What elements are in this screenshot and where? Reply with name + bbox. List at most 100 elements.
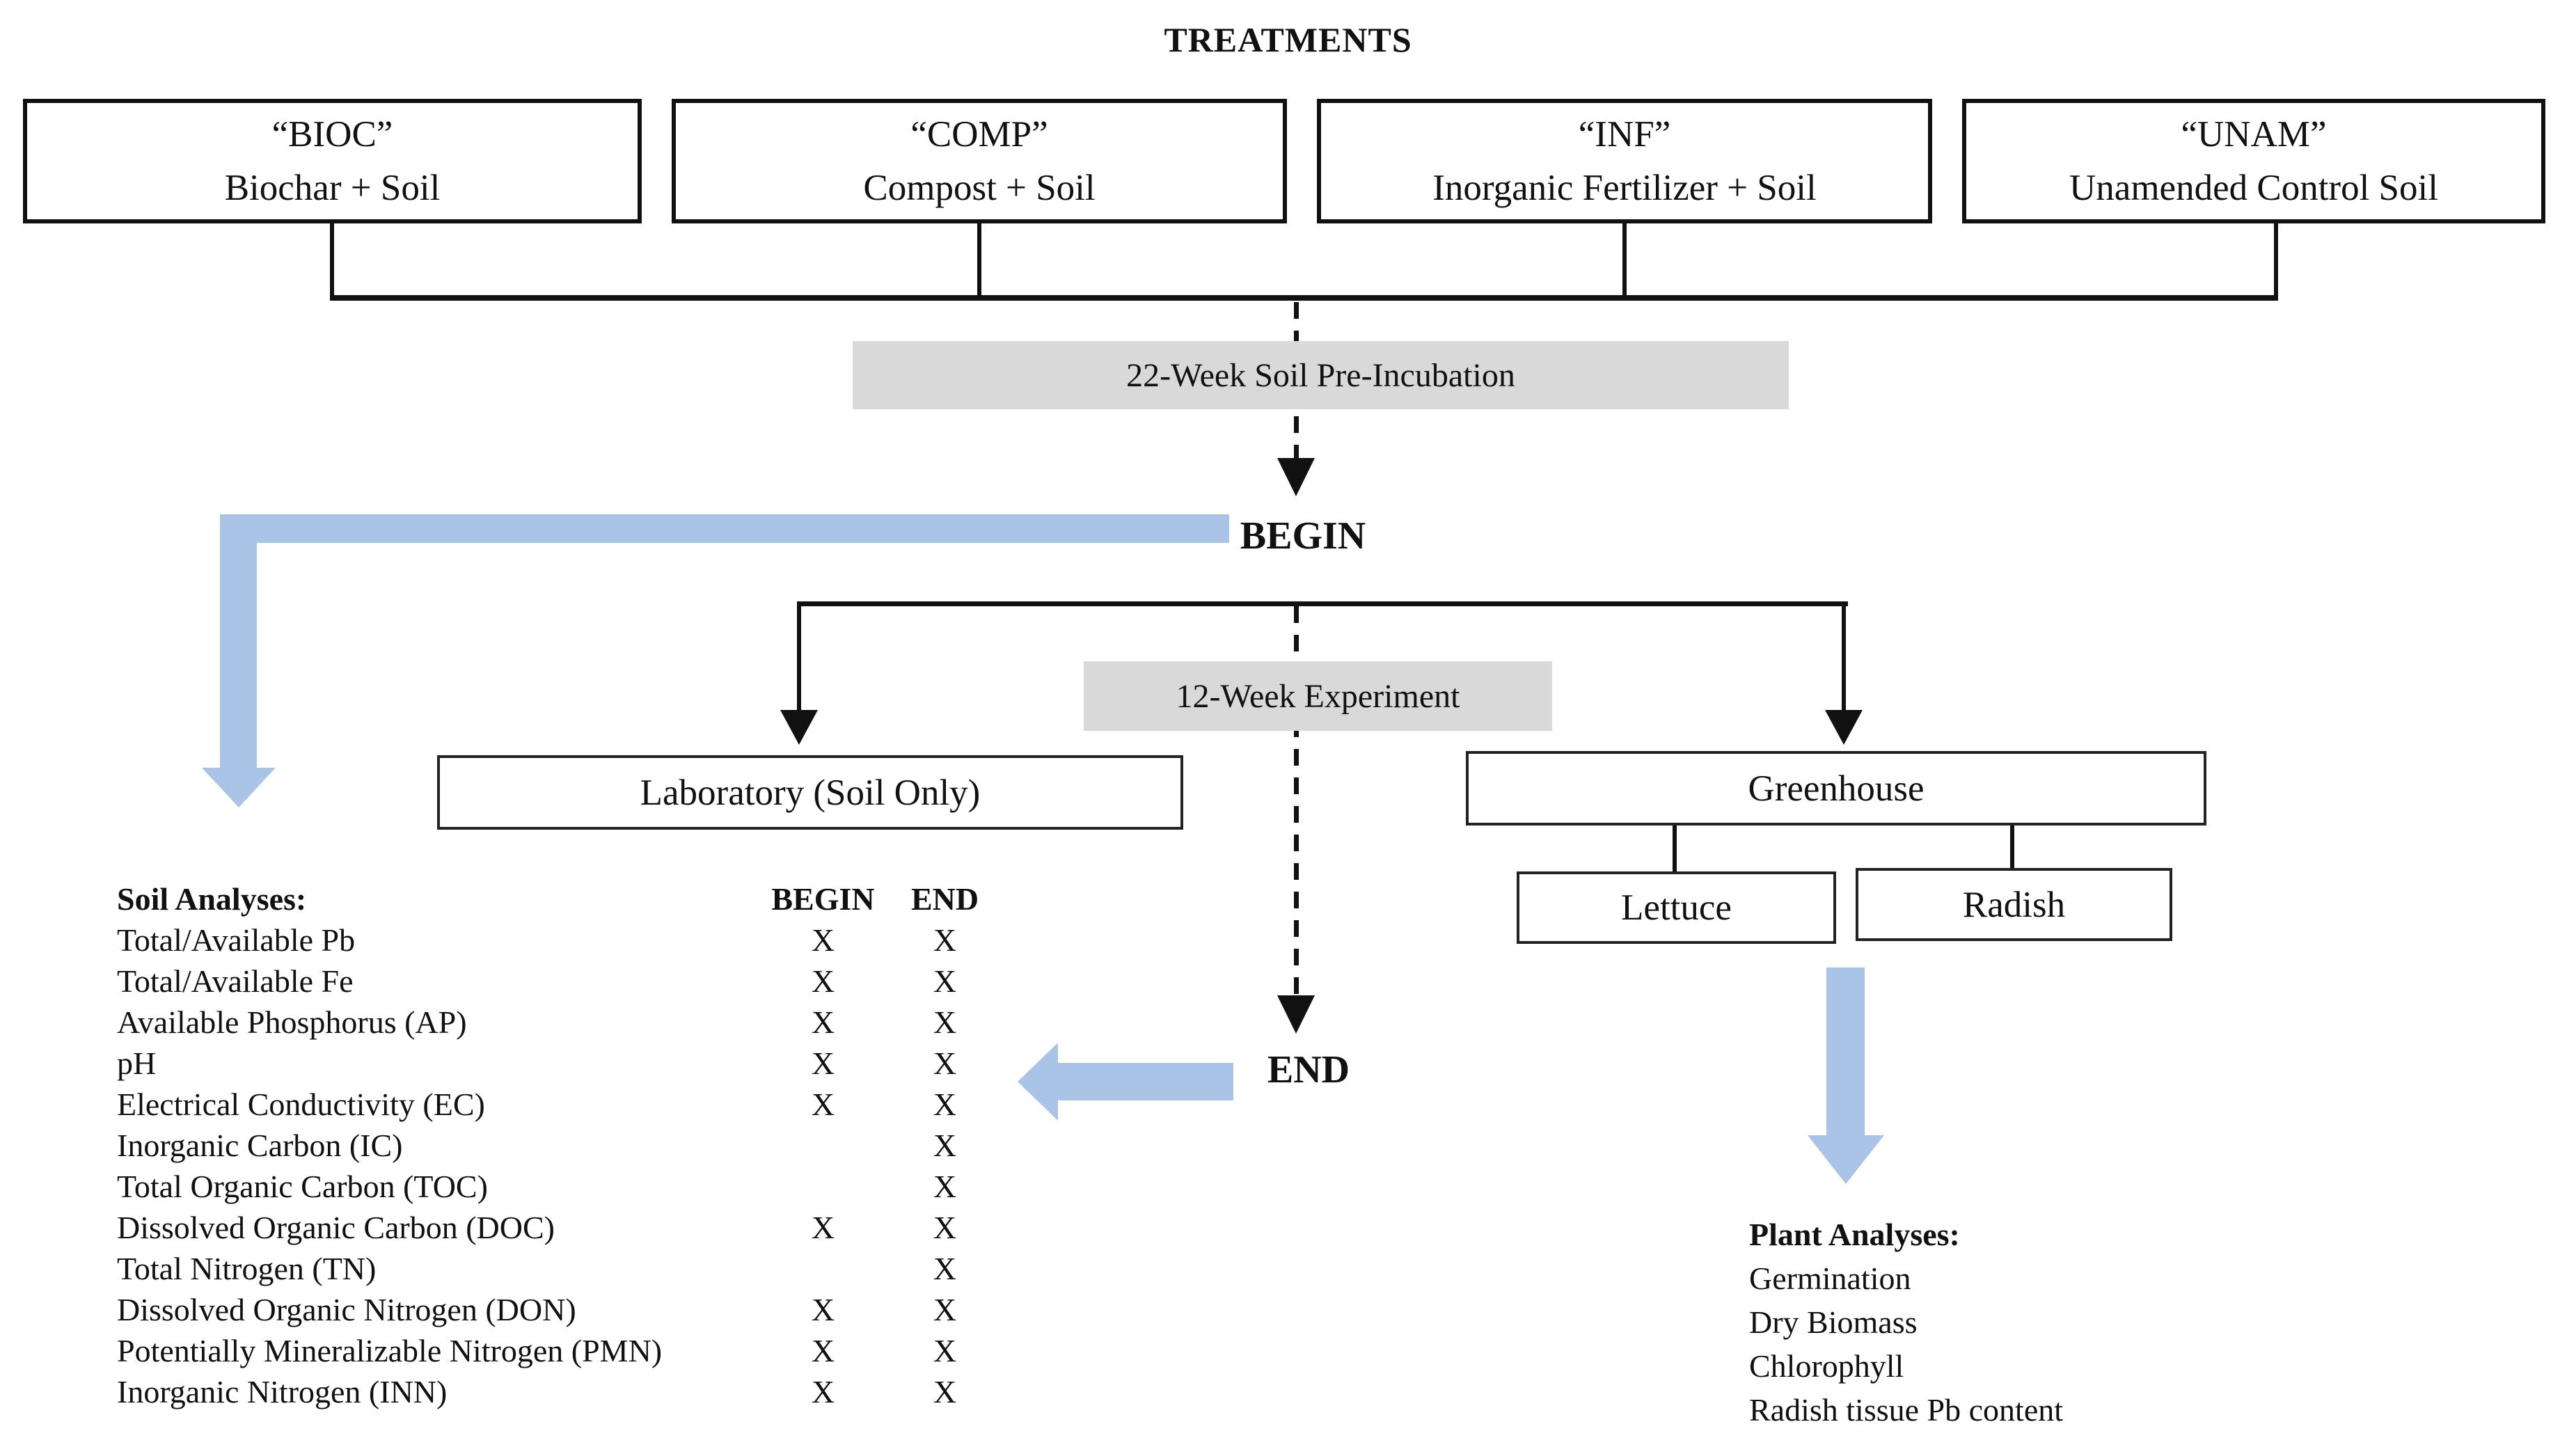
end-column-header: END (910, 881, 979, 917)
soil-analysis-label: Dissolved Organic Nitrogen (DON) (117, 1292, 576, 1327)
laboratory-arrow-line (797, 601, 801, 711)
connector-stub-bioc (330, 223, 334, 300)
plant-analysis-item: Dry Biomass (1749, 1304, 1918, 1340)
end-label: END (1267, 1048, 1350, 1091)
begin-label: BEGIN (1240, 514, 1366, 558)
laboratory-label: Laboratory (Soil Only) (640, 772, 981, 813)
laboratory-box: Laboratory (Soil Only) (437, 755, 1183, 830)
end-mark: X (933, 1128, 957, 1163)
soil-analysis-label: Total/Available Pb (117, 922, 356, 958)
begin-column-header: BEGIN (771, 881, 875, 917)
begin-mark: X (811, 1292, 835, 1327)
soil-analysis-row: Inorganic Carbon (IC) X (97, 1125, 1023, 1166)
begin-mark: X (811, 1210, 835, 1245)
soil-analysis-row: Inorganic Nitrogen (INN) X X (97, 1371, 1023, 1412)
lettuce-box: Lettuce (1517, 871, 1836, 944)
treatment-desc: Biochar + Soil (224, 167, 441, 208)
soil-analysis-label: Potentially Mineralizable Nitrogen (PMN) (117, 1333, 663, 1368)
end-mark: X (933, 1251, 957, 1286)
soil-analysis-row: Dissolved Organic Carbon (DOC) X X (97, 1207, 1023, 1248)
black-arrowhead-icon (1277, 995, 1315, 1034)
treatment-box-inf: “INF” Inorganic Fertilizer + Soil (1317, 99, 1932, 223)
begin-mark: X (811, 1333, 835, 1368)
pre-incubation-band: 22-Week Soil Pre-Incubation (853, 341, 1789, 409)
soil-analysis-label: Inorganic Nitrogen (INN) (117, 1374, 448, 1410)
black-arrowhead-icon (1825, 710, 1863, 745)
end-mark: X (933, 1004, 957, 1040)
soil-analysis-row: Dissolved Organic Nitrogen (DON) X X (97, 1289, 1023, 1330)
black-arrowhead-icon (780, 710, 818, 745)
soil-analyses-table: Soil Analyses: BEGIN END Total/Available… (97, 878, 1023, 1412)
end-mark: X (933, 1087, 957, 1122)
treatment-code: “BIOC” (271, 113, 393, 155)
treatment-desc: Inorganic Fertilizer + Soil (1432, 167, 1817, 208)
connector-stub-comp (977, 223, 981, 300)
pre-incubation-label: 22-Week Soil Pre-Incubation (1126, 356, 1515, 394)
soil-analysis-label: Available Phosphorus (AP) (117, 1004, 467, 1040)
plant-analysis-item: Chlorophyll (1749, 1348, 1904, 1384)
soil-analysis-label: Dissolved Organic Carbon (DOC) (117, 1210, 555, 1245)
connector-stub-unam (2274, 223, 2278, 300)
soil-analysis-label: Total Organic Carbon (TOC) (117, 1169, 488, 1204)
experiment-label: 12-Week Experiment (1176, 677, 1460, 715)
treatment-box-comp: “COMP” Compost + Soil (672, 99, 1287, 223)
begin-mark: X (811, 1004, 835, 1040)
begin-mark: X (811, 1374, 835, 1410)
soil-analysis-label: pH (117, 1045, 157, 1081)
soil-analysis-row: Total Nitrogen (TN) X (97, 1248, 1023, 1289)
soil-analyses-heading: Soil Analyses: (117, 881, 307, 917)
soil-analysis-row: Available Phosphorus (AP) X X (97, 1002, 1023, 1043)
end-mark: X (933, 922, 957, 958)
begin-flow-arrow-bar (220, 514, 1229, 543)
end-mark: X (933, 1169, 957, 1204)
black-arrowhead-icon (1277, 458, 1315, 496)
plant-analysis-item: Germination (1749, 1261, 1911, 1296)
radish-label: Radish (1962, 884, 2066, 925)
end-mark: X (933, 1210, 957, 1245)
gathering-line (330, 295, 2278, 301)
soil-analysis-row: Electrical Conductivity (EC) X X (97, 1084, 1023, 1125)
plant-analysis-item: Radish tissue Pb content (1749, 1392, 2064, 1428)
radish-stub (2010, 826, 2014, 870)
blue-arrowhead-down-icon (1808, 1135, 1884, 1184)
lettuce-label: Lettuce (1621, 887, 1732, 928)
treatment-box-bioc: “BIOC” Biochar + Soil (23, 99, 642, 223)
plant-analyses-list: Plant Analyses: Germination Dry Biomass … (1749, 1213, 2063, 1432)
radish-box: Radish (1856, 868, 2172, 941)
split-line (797, 601, 1848, 606)
plant-analyses-heading: Plant Analyses: (1749, 1217, 1960, 1252)
begin-mark: X (811, 963, 835, 999)
treatment-box-unam: “UNAM” Unamended Control Soil (1962, 99, 2545, 223)
soil-analysis-label: Total Nitrogen (TN) (117, 1251, 377, 1286)
soil-analysis-row: Potentially Mineralizable Nitrogen (PMN)… (97, 1330, 1023, 1371)
begin-mark: X (811, 1087, 835, 1122)
greenhouse-arrow-line (1842, 601, 1846, 711)
end-flow-arrow-shaft (1058, 1063, 1233, 1100)
end-mark: X (933, 1292, 957, 1327)
greenhouse-label: Greenhouse (1748, 768, 1925, 809)
treatment-code: “COMP” (910, 113, 1048, 155)
soil-analysis-label: Electrical Conductivity (EC) (117, 1087, 485, 1122)
dashed-timeline-bottom (1294, 606, 1299, 996)
connector-stub-inf (1622, 223, 1627, 300)
diagram-title: TREATMENTS (1164, 20, 1412, 59)
soil-analysis-row: Total/Available Pb X X (97, 919, 1023, 961)
treatment-desc: Compost + Soil (863, 167, 1096, 208)
soil-analysis-label: Total/Available Fe (117, 963, 354, 999)
begin-mark: X (811, 922, 835, 958)
soil-analysis-row: Total/Available Fe X X (97, 961, 1023, 1002)
end-mark: X (933, 1374, 957, 1410)
soil-analyses-header: Soil Analyses: BEGIN END (97, 878, 1023, 919)
treatment-desc: Unamended Control Soil (2069, 167, 2438, 208)
end-mark: X (933, 963, 957, 999)
treatment-code: “UNAM” (2181, 113, 2327, 155)
end-mark: X (933, 1045, 957, 1081)
end-mark: X (933, 1333, 957, 1368)
treatment-code: “INF” (1578, 113, 1671, 155)
begin-mark: X (811, 1045, 835, 1081)
plant-flow-arrow-shaft (1826, 968, 1865, 1137)
blue-arrowhead-down-icon (202, 768, 276, 807)
begin-flow-arrow-shaft (220, 514, 257, 769)
greenhouse-box: Greenhouse (1466, 751, 2206, 826)
